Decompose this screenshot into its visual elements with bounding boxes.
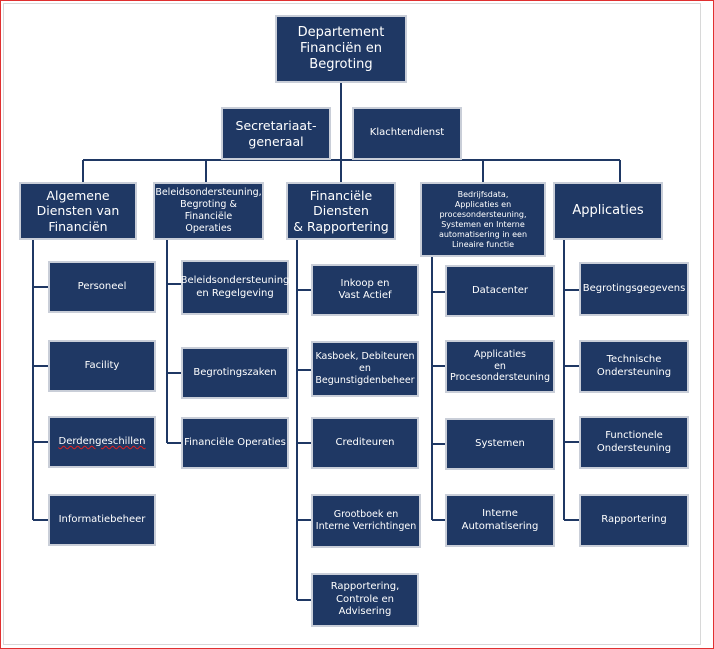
- box-interne-automatisering: Interne Automatisering: [445, 494, 555, 547]
- box-financiele-operaties-label: Financiële Operaties: [184, 436, 286, 448]
- box-applicaties-procesondersteuning-label: Applicaties en Procesondersteuning: [450, 348, 550, 384]
- box-grootboek-label: Grootboek en Interne Verrichtingen: [315, 509, 417, 532]
- header-algemene-diensten-label: Algemene Diensten van Financiën: [36, 187, 120, 234]
- box-derdengeschillen: Derdengeschillen: [48, 416, 156, 468]
- box-klachtendienst: Klachtendienst: [352, 107, 462, 160]
- box-informatiebeheer: Informatiebeheer: [48, 494, 156, 546]
- box-functionele-ondersteuning: Functionele Ondersteuning: [579, 416, 689, 469]
- box-rapportering-controle-label: Rapportering, Controle en Advisering: [330, 581, 400, 618]
- header-beleidsondersteuning-label: Beleidsondersteuning, Begroting & Financ…: [155, 187, 262, 234]
- box-personeel-label: Personeel: [77, 280, 127, 292]
- header-bedrijfsdata: Bedrijfsdata, Applicaties en procesonder…: [420, 182, 546, 257]
- box-secretariaat: Secretariaat- generaal: [221, 107, 331, 160]
- box-rapportering-label: Rapportering: [601, 514, 667, 526]
- box-secretariaat-label: Secretariaat- generaal: [235, 117, 317, 149]
- box-applicaties-procesondersteuning: Applicaties en Procesondersteuning: [445, 340, 555, 393]
- inner-frame: [3, 3, 701, 645]
- box-begrotingsgegevens: Begrotingsgegevens: [579, 262, 689, 316]
- box-financiele-operaties: Financiële Operaties: [181, 417, 289, 469]
- box-beleidsondersteuning-regelgeving: Beleidsondersteuning en Regelgeving: [181, 260, 289, 315]
- box-rapportering-controle: Rapportering, Controle en Advisering: [311, 573, 419, 627]
- box-datacenter: Datacenter: [445, 265, 555, 317]
- box-personeel: Personeel: [48, 261, 156, 313]
- box-begrotingszaken-label: Begrotingszaken: [193, 366, 277, 378]
- box-crediteuren: Crediteuren: [311, 417, 419, 469]
- box-rapportering: Rapportering: [579, 494, 689, 547]
- box-departement: Departement Financiën en Begroting: [275, 15, 407, 83]
- box-facility: Facility: [48, 340, 156, 392]
- box-begrotingsgegevens-label: Begrotingsgegevens: [582, 282, 686, 294]
- box-technische-ondersteuning: Technische Ondersteuning: [579, 340, 689, 393]
- box-departement-label: Departement Financiën en Begroting: [297, 24, 385, 73]
- box-informatiebeheer-label: Informatiebeheer: [58, 513, 146, 525]
- header-applicaties: Applicaties: [553, 182, 663, 240]
- box-crediteuren-label: Crediteuren: [335, 436, 395, 448]
- header-financiele-diensten-label: Financiële Diensten & Rapportering: [293, 187, 389, 234]
- box-technische-ondersteuning-label: Technische Ondersteuning: [596, 354, 672, 378]
- header-applicaties-label: Applicaties: [572, 202, 644, 218]
- header-financiele-diensten: Financiële Diensten & Rapportering: [286, 182, 396, 240]
- box-klachtendienst-label: Klachtendienst: [369, 127, 445, 139]
- box-systemen-label: Systemen: [475, 437, 525, 449]
- box-interne-automatisering-label: Interne Automatisering: [461, 508, 539, 532]
- box-kasboek: Kasboek, Debiteuren en Begunstigdenbehee…: [311, 341, 419, 397]
- box-derdengeschillen-label: Derdengeschillen: [58, 435, 146, 447]
- box-inkoop: Inkoop en Vast Actief: [311, 264, 419, 316]
- header-bedrijfsdata-label: Bedrijfsdata, Applicaties en procesonder…: [438, 189, 528, 249]
- box-begrotingszaken: Begrotingszaken: [181, 347, 289, 399]
- box-beleidsondersteuning-regelgeving-label: Beleidsondersteuning en Regelgeving: [180, 275, 290, 299]
- box-grootboek: Grootboek en Interne Verrichtingen: [311, 494, 421, 548]
- box-functionele-ondersteuning-label: Functionele Ondersteuning: [596, 430, 672, 454]
- box-datacenter-label: Datacenter: [471, 284, 529, 296]
- header-algemene-diensten: Algemene Diensten van Financiën: [19, 182, 137, 240]
- box-inkoop-label: Inkoop en Vast Actief: [338, 277, 392, 302]
- box-facility-label: Facility: [84, 359, 120, 371]
- box-systemen: Systemen: [445, 418, 555, 470]
- header-beleidsondersteuning: Beleidsondersteuning, Begroting & Financ…: [153, 182, 264, 240]
- box-kasboek-label: Kasboek, Debiteuren en Begunstigdenbehee…: [315, 351, 415, 386]
